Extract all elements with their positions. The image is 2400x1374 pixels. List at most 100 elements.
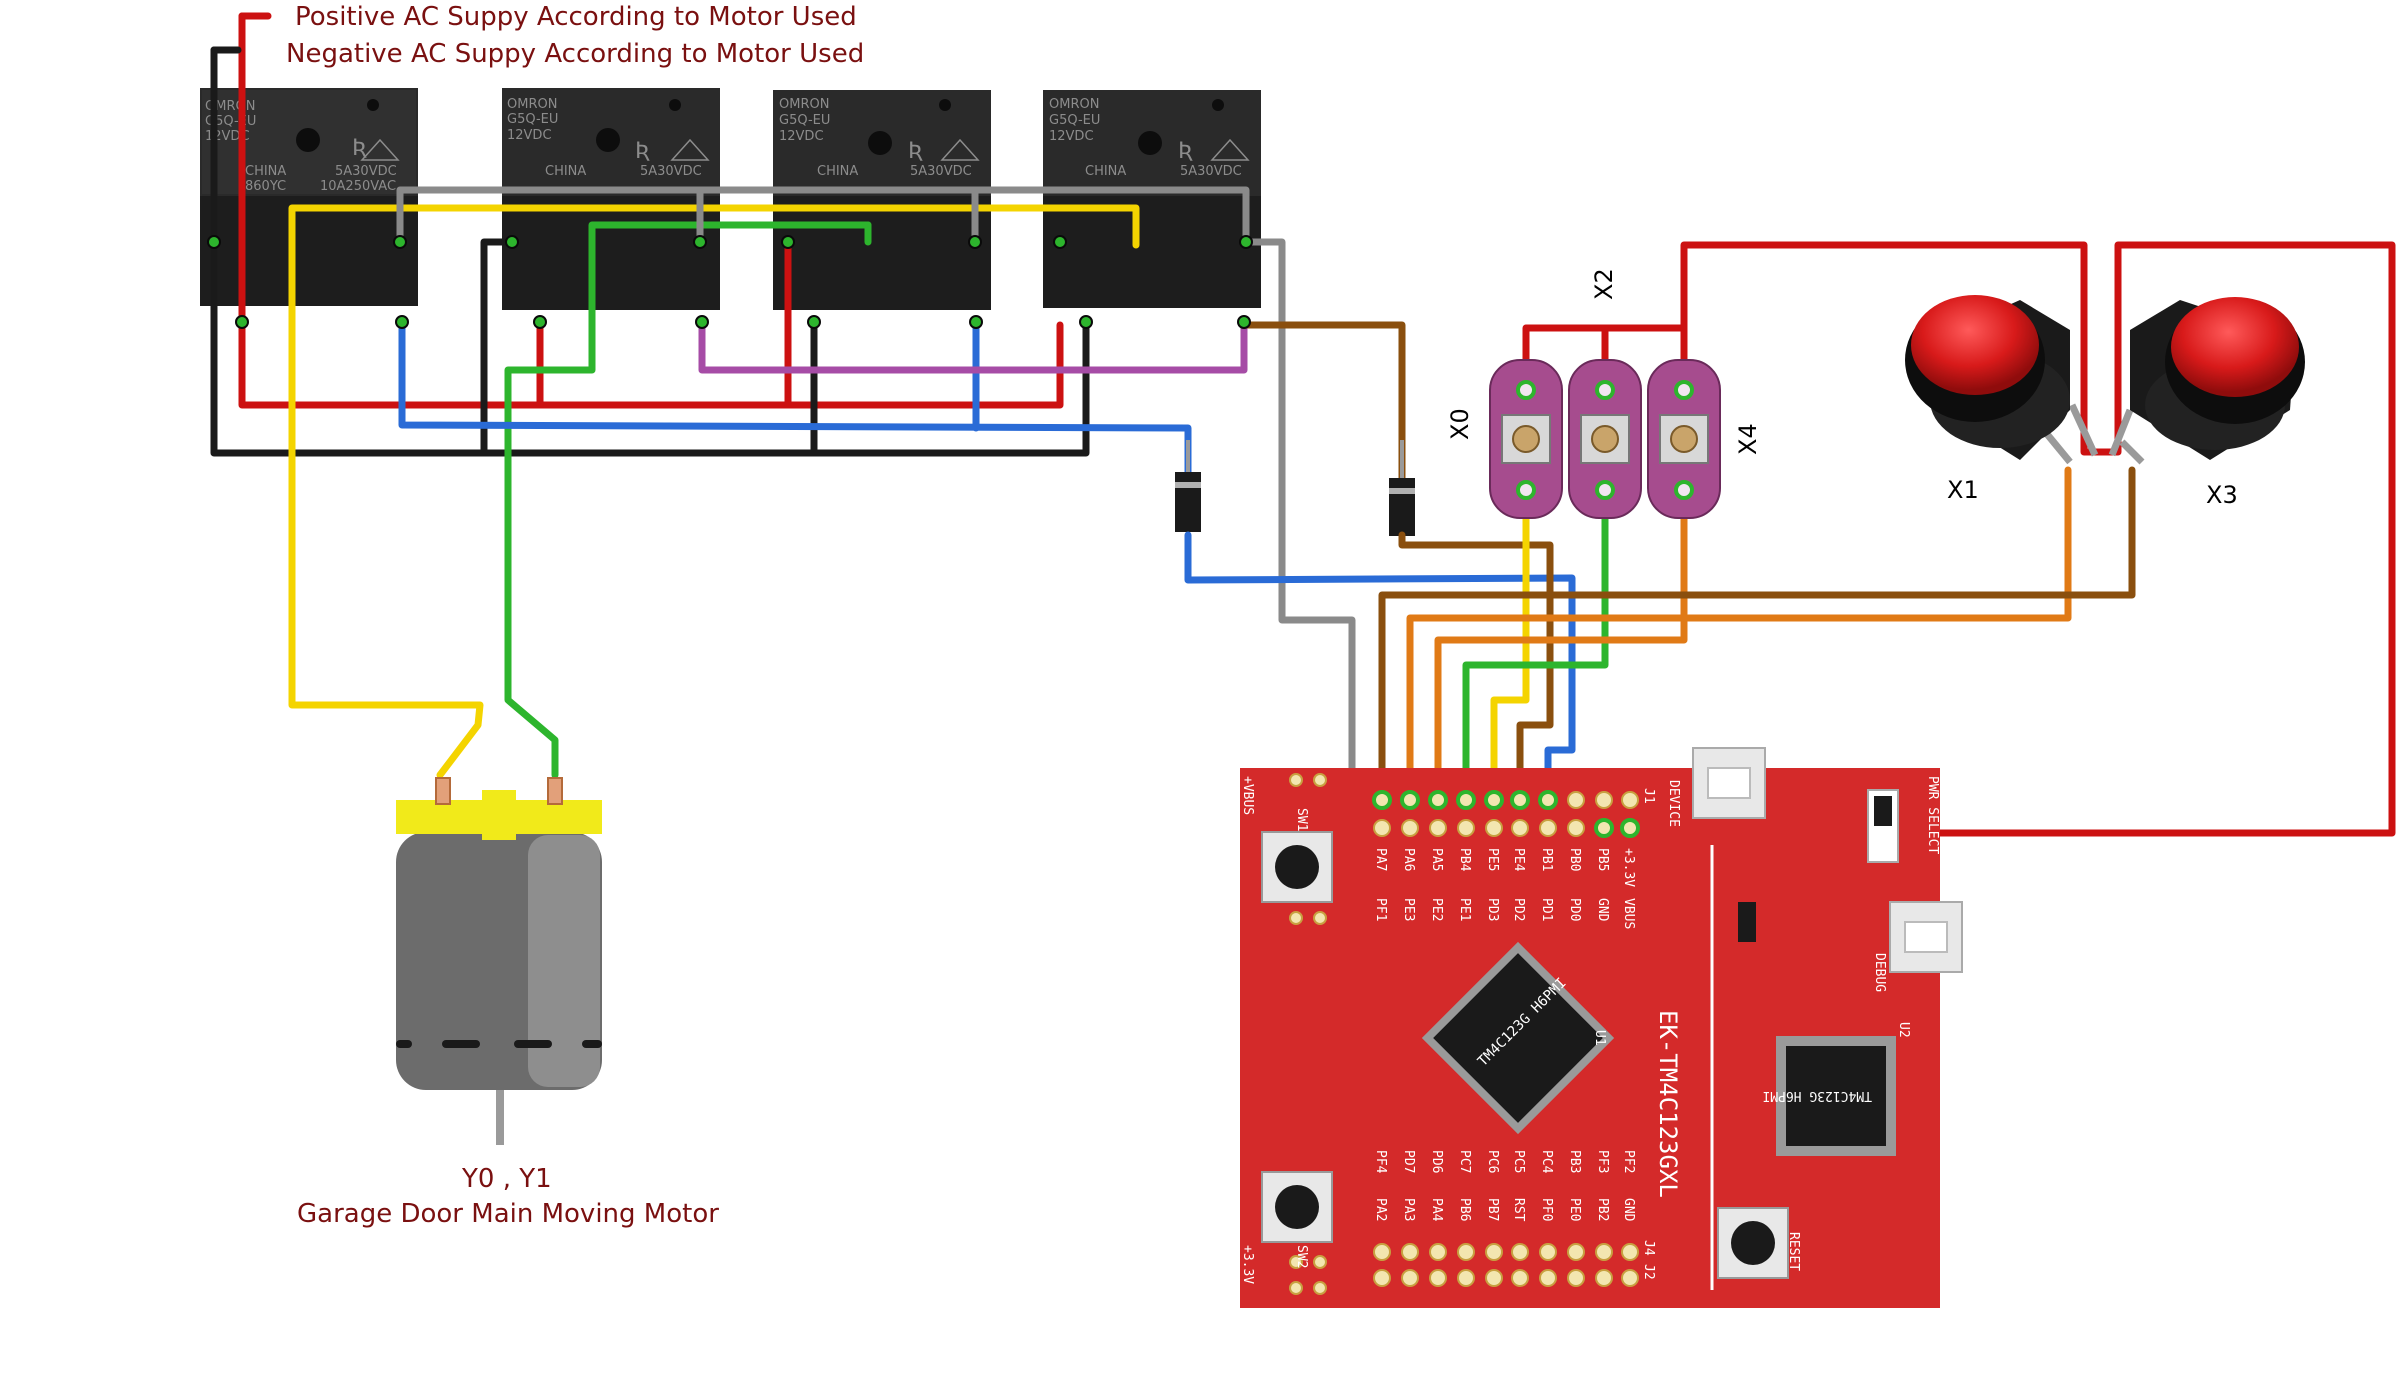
tact-switch-x2[interactable] [1568, 359, 1642, 519]
pin-label: PF4 [1373, 1150, 1388, 1174]
relay-4-brand: OMRON [1049, 97, 1099, 112]
relay-4-vde-mark [1210, 138, 1250, 161]
red-wire-power [1622, 241, 2396, 837]
pin-label: PB1 [1539, 848, 1554, 871]
pin-label: PA5 [1429, 848, 1444, 871]
brown-wire-pe4 [1398, 531, 1554, 804]
top-pin-labels-row1: PA7 PA6 PA5 PB4 PE5 PE4 PB1 PB0 PB5 +3.3… [1373, 848, 1636, 887]
pwr-select-label: PWR SELECT [1925, 776, 1940, 854]
u2-label: U2 [1896, 1022, 1911, 1038]
tact-switch-x4[interactable] [1647, 359, 1721, 519]
j4-label: J4 [1641, 1240, 1656, 1256]
relay-1-ac-rating: 10A250VAC [320, 179, 396, 194]
sw1-button[interactable] [1261, 831, 1333, 903]
pin-label: PD2 [1511, 898, 1526, 921]
relay-2: OMRON G5Q-EU 12VDC CHINA 5A30VDC Ʀ [502, 88, 720, 310]
pin-label: GND [1595, 898, 1610, 922]
header-bottom-pins [1289, 1243, 1639, 1295]
sw1-label: SW1 [1294, 808, 1309, 831]
relay-1-origin: CHINA [245, 164, 286, 179]
green-wire-pb4 [1462, 486, 1609, 804]
pin-label: PE4 [1511, 848, 1526, 872]
negative-supply-note: Negative AC Suppy According to Motor Use… [286, 39, 864, 69]
black-branch-1 [480, 238, 516, 457]
pin-label: PD3 [1485, 898, 1500, 921]
pin-label: PB6 [1457, 1198, 1472, 1221]
pin-label: PA3 [1401, 1198, 1416, 1221]
reset-label: RESET [1786, 1232, 1801, 1271]
label-x1: X1 [1947, 476, 1979, 504]
pin-label: PC6 [1485, 1150, 1500, 1173]
chip-u1: TM4C123G H6PMI [1421, 941, 1615, 1135]
relay-3-model: G5Q-EU [779, 113, 830, 128]
relay-1-code: 860YC [245, 179, 286, 194]
chip-u2: TM4C123G H6PMI [1762, 1036, 1896, 1156]
relay-2-model: G5Q-EU [507, 112, 558, 127]
relay-4-rating: 5A30VDC [1180, 164, 1242, 179]
relay-4: OMRON G5Q-EU 12VDC CHINA 5A30VDC Ʀ [1043, 90, 1261, 308]
sw2-button[interactable] [1261, 1171, 1333, 1243]
orange-wire-pa5 [1434, 486, 1688, 804]
relay-1-rating: 5A30VDC [335, 164, 397, 179]
red-supply-wire [238, 12, 1064, 409]
relay-3-origin: CHINA [817, 164, 858, 179]
relay-4-coil: 12VDC [1049, 129, 1094, 144]
j1-label: J1 [1641, 788, 1656, 804]
diode-2 [1389, 440, 1415, 545]
relay-1-vde-mark [360, 138, 400, 161]
relay-3-coil: 12VDC [779, 129, 824, 144]
motor-caption: Garage Door Main Moving Motor [297, 1199, 719, 1229]
top-pin-labels-row2: PF1 PE3 PE2 PE1 PD3 PD2 PD1 PD0 GND VBUS [1373, 898, 1636, 929]
yellow-motor-wire [288, 406, 484, 779]
pin-label: PC7 [1457, 1150, 1472, 1173]
sw2-label: SW2 [1294, 1245, 1309, 1268]
pin-label: PD0 [1567, 898, 1582, 921]
relay-3-rating: 5A30VDC [910, 164, 972, 179]
relay-2-origin: CHINA [545, 164, 586, 179]
header-top-pins [1289, 773, 1640, 925]
pin-label: VBUS [1621, 898, 1636, 929]
board-name: EK-TM4C123GXL [1654, 1010, 1682, 1198]
relay-4-ul-mark: Ʀ [1178, 139, 1193, 164]
orange-wire-pa6 [1406, 466, 2072, 804]
relay-pins [207, 235, 1253, 329]
pin-label: PA2 [1373, 1198, 1388, 1221]
gray-wire-top [396, 186, 1250, 246]
j2-label: J2 [1641, 1264, 1656, 1280]
label-x0: X0 [1446, 408, 1474, 440]
relay-2-brand: OMRON [507, 97, 557, 112]
green-motor-wire [504, 221, 872, 779]
relay-1-ul-mark: Ʀ [352, 136, 367, 161]
device-label: DEVICE [1666, 780, 1681, 827]
pin-label: PD7 [1401, 1150, 1416, 1173]
pin-label: PB2 [1595, 1198, 1610, 1221]
relay-2-rating: 5A30VDC [640, 164, 702, 179]
vbus-label: +VBUS [1240, 776, 1255, 815]
push-button-x3[interactable] [2108, 297, 2305, 465]
tact-switch-x0[interactable] [1489, 359, 1563, 519]
brown-wire-relay [1242, 321, 1406, 484]
pin-label: GND [1621, 1198, 1636, 1222]
pin-label: PF2 [1621, 1150, 1636, 1173]
pin-label: PF3 [1595, 1150, 1610, 1173]
pin-label: PA7 [1373, 848, 1388, 871]
relay-2-ul-mark: Ʀ [635, 139, 650, 164]
relay-2-coil: 12VDC [507, 128, 552, 143]
positive-supply-note: Positive AC Suppy According to Motor Use… [295, 2, 857, 32]
pin-label: PE5 [1485, 848, 1500, 871]
purple-wire [698, 318, 1248, 374]
motor-label: Y0 , Y1 [461, 1164, 552, 1194]
black-supply-wire [210, 46, 1090, 457]
relay-4-model: G5Q-EU [1049, 113, 1100, 128]
debug-label: DEBUG [1872, 953, 1887, 992]
relay-3-ul-mark: Ʀ [908, 139, 923, 164]
reset-button[interactable] [1717, 1207, 1789, 1279]
label-x3: X3 [2206, 481, 2238, 509]
chip-u2-text: TM4C123G H6PMI [1762, 1088, 1872, 1103]
pin-label: PA6 [1401, 848, 1416, 871]
bottom-pin-labels-row1: PF4 PD7 PD6 PC7 PC6 PC5 PC4 PB3 PF3 PF2 [1373, 1150, 1636, 1174]
label-x4: X4 [1734, 423, 1762, 455]
pin-label: PD1 [1539, 898, 1554, 921]
v33-label: +3.3V [1240, 1245, 1255, 1284]
push-button-x1[interactable] [1905, 295, 2099, 465]
